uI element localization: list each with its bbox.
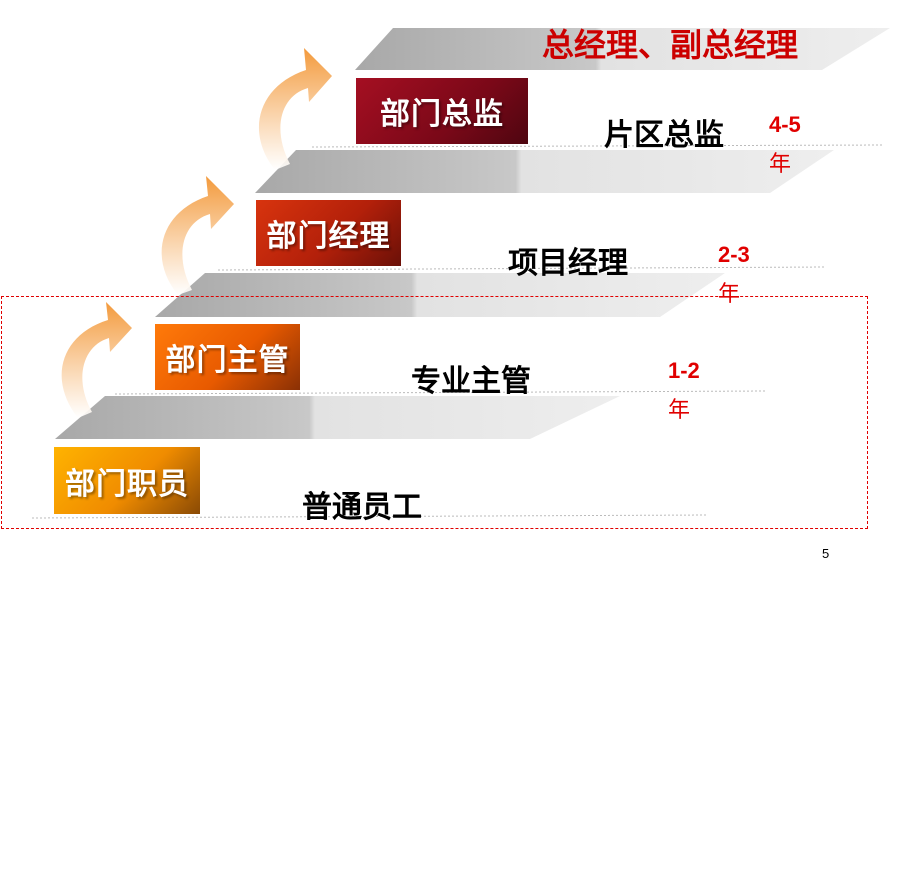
years-level-4: 4-5 年: [769, 105, 801, 185]
step-platform-2: [155, 273, 725, 317]
step-platform-4: [355, 28, 890, 70]
badge-supervisor: 部门主管: [155, 324, 300, 390]
baseline-2: [114, 390, 767, 395]
badge-staff: 部门职员: [54, 447, 200, 514]
top-level-title: 总经理、副总经理: [542, 26, 799, 64]
step-platform-3: [255, 150, 834, 193]
baseline-4: [311, 144, 883, 148]
curved-arrow-icon: [161, 176, 234, 295]
baseline-3: [217, 266, 827, 271]
badge-manager: 部门经理: [256, 200, 401, 266]
years-unit: 年: [668, 398, 691, 423]
highlight-box: [1, 296, 868, 529]
role-regular-employee: 普通员工: [302, 490, 422, 525]
years-range: 4-5: [769, 112, 801, 137]
years-range: 1-2: [668, 358, 700, 383]
role-region-director: 片区总监: [604, 118, 724, 153]
curved-arrow-icon: [61, 302, 132, 418]
baseline-1: [31, 514, 709, 519]
role-project-manager: 项目经理: [508, 246, 628, 281]
years-level-3: 2-3 年: [718, 235, 750, 315]
page-number: 5: [822, 546, 830, 561]
years-level-2: 1-2 年: [668, 351, 700, 431]
role-professional-supervisor: 专业主管: [411, 364, 531, 399]
years-unit: 年: [718, 282, 741, 307]
years-unit: 年: [769, 152, 792, 177]
years-range: 2-3: [718, 242, 750, 267]
curved-arrow-icon: [258, 48, 332, 170]
step-platform-1: [55, 396, 620, 439]
badge-director: 部门总监: [356, 78, 528, 144]
